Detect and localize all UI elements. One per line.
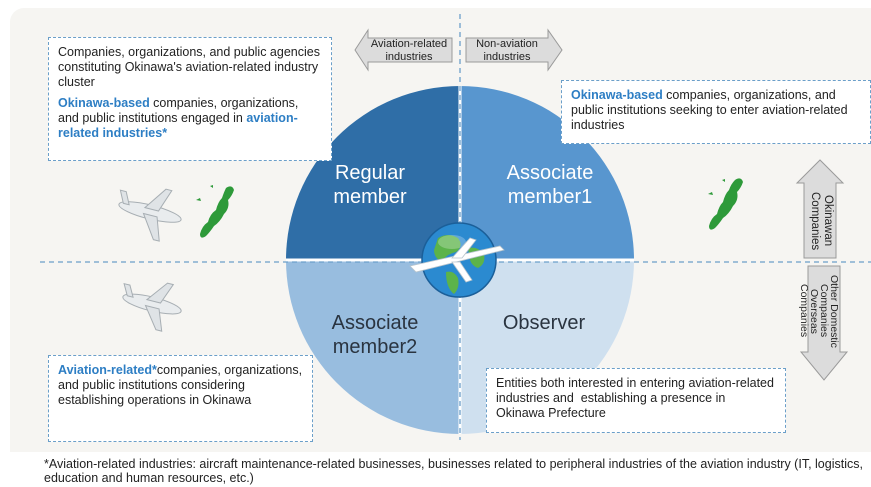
okinawa-island-icon-right <box>708 178 743 230</box>
quadrant-regular <box>286 86 460 260</box>
okinawa-island-icon-left <box>196 185 234 238</box>
aviation-industries-highlight: aviation-related industries* <box>58 111 298 140</box>
observer-description: Entities both interested in entering avi… <box>486 368 786 433</box>
arrow-left-aviation <box>354 28 453 72</box>
globe-plane-icon <box>409 237 505 283</box>
associate2-criteria: Aviation-related*companies, organization… <box>58 363 303 408</box>
observer-text: Entities both interested in entering avi… <box>496 376 778 420</box>
associate-member1-description: Okinawa-based companies, organizations, … <box>561 80 871 144</box>
okinawan-companies-label: Okinawan Companies <box>809 191 834 251</box>
criteria-text: companies, organizations, and public ins… <box>58 96 299 125</box>
regular-member-description: Companies, organizations, and public age… <box>48 37 332 161</box>
arrow-right-non-aviation <box>465 28 563 72</box>
associate-member1-label: Associate member1 <box>506 162 594 208</box>
associate-member2-label: Associate member2 <box>331 312 419 358</box>
non-aviation-industries-label: Non-aviation industries <box>476 38 538 63</box>
associate-member2-description: Aviation-related*companies, organization… <box>48 355 313 442</box>
observer-label: Observer <box>502 312 586 334</box>
regular-member-label: Regular member <box>333 162 407 208</box>
globe-icon <box>421 222 497 298</box>
associate1-text: companies, organizations, and public ins… <box>571 88 848 132</box>
aviation-industries-label: Aviation-related industries <box>370 38 448 63</box>
footnote: *Aviation-related industries: aircraft m… <box>44 457 863 485</box>
arrow-down-other <box>799 265 849 381</box>
quadrant-associate1 <box>460 86 634 260</box>
cluster-description: Companies, organizations, and public age… <box>58 45 320 89</box>
quadrant-associate2 <box>286 260 460 434</box>
okinawa-based-highlight: Okinawa-based <box>58 96 150 110</box>
associate1-criteria: Okinawa-based companies, organizations, … <box>571 88 861 133</box>
arrow-up-okinawan <box>795 159 845 259</box>
airplane-icon-left-top <box>118 188 182 242</box>
associate2-text: companies, organizations, and public ins… <box>58 363 303 407</box>
other-companies-label: Other Domestic Companies Overseas Compan… <box>798 274 840 348</box>
regular-member-criteria: Okinawa-based companies, organizations, … <box>58 96 322 141</box>
airplane-icon-left-bottom <box>122 282 182 332</box>
okinawa-based-highlight-2: Okinawa-based <box>571 88 663 102</box>
aviation-related-highlight: Aviation-related* <box>58 363 157 377</box>
